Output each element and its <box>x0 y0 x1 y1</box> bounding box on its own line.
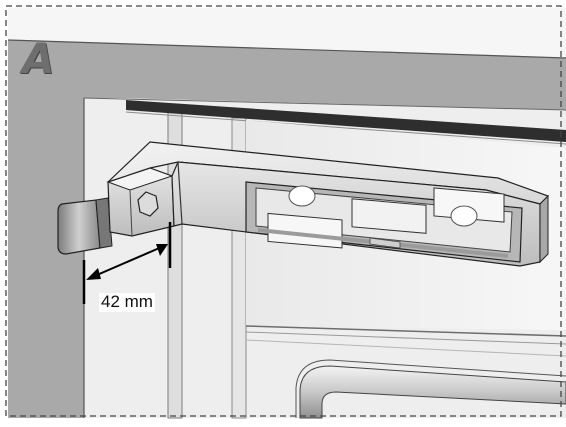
bracket-tab <box>57 199 101 255</box>
figure-frame <box>5 5 562 417</box>
hex-bolt <box>137 191 159 217</box>
slot-cell-2 <box>351 198 427 234</box>
screw-hole-right <box>450 205 478 227</box>
dimension-arrow <box>89 245 165 279</box>
door-gasket <box>126 100 566 142</box>
slot-cell-1 <box>267 212 343 249</box>
screw-hole-left <box>288 185 316 207</box>
panel-letter: A <box>22 34 55 83</box>
dimension-label: 42 mm <box>99 292 155 312</box>
lower-rail-tube <box>299 365 566 419</box>
cabinet-side-wall <box>8 40 566 418</box>
